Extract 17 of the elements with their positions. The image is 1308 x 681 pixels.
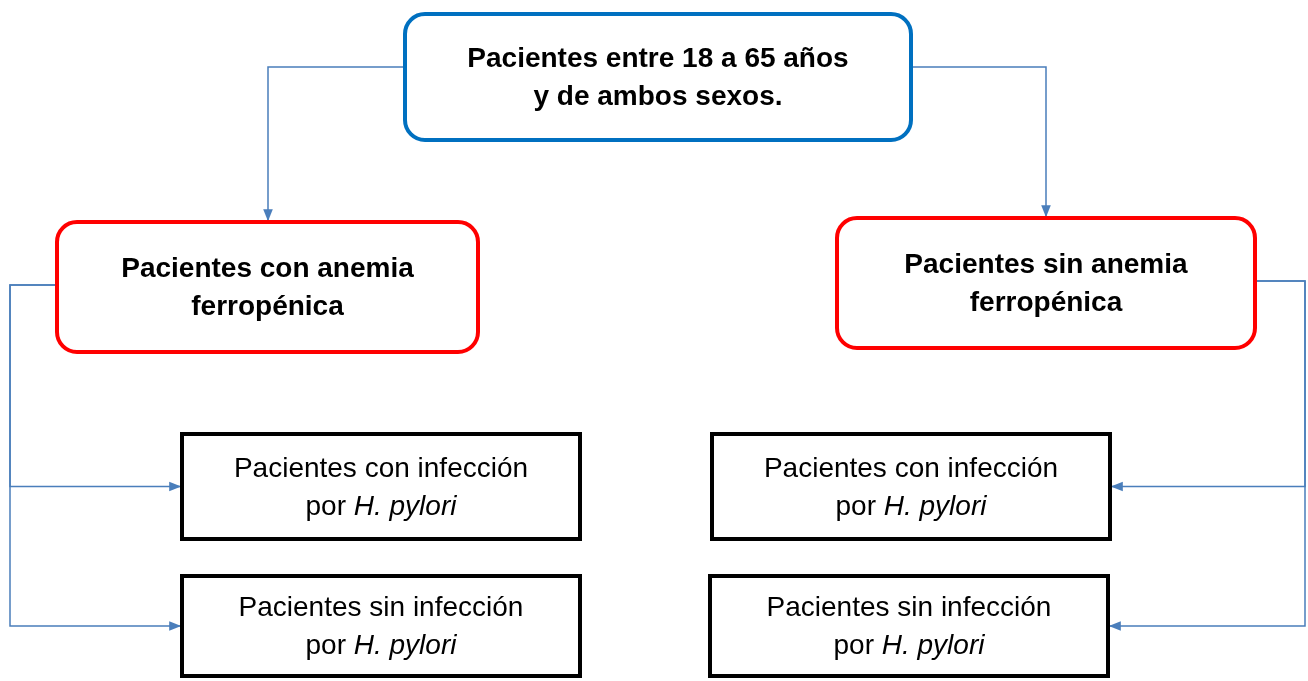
node-text: Pacientes entre 18 a 65 años y de ambos sexos. — [466, 41, 850, 113]
process-box — [708, 574, 1110, 678]
node-text: Pacientes con infección por H. pylori — [762, 450, 1060, 523]
node-text: Pacientes sin infección por H. pylori — [237, 590, 525, 662]
connector-arrow — [263, 66, 404, 222]
node-text: Pacientes sin anemia ferropénica — [903, 247, 1189, 319]
node-text: Pacientes con anemia ferropénica — [120, 251, 415, 323]
process-box — [835, 216, 1257, 350]
process-box — [180, 432, 582, 541]
process-box — [403, 12, 913, 142]
process-box — [710, 432, 1112, 541]
node-text: Pacientes con infección por H. pylori — [232, 450, 530, 523]
node-text: Pacientes sin infección por H. pylori — [765, 590, 1053, 662]
process-box — [55, 220, 480, 354]
connector-arrow — [912, 66, 1051, 218]
process-box — [180, 574, 582, 678]
connector-arrow — [9, 284, 182, 631]
